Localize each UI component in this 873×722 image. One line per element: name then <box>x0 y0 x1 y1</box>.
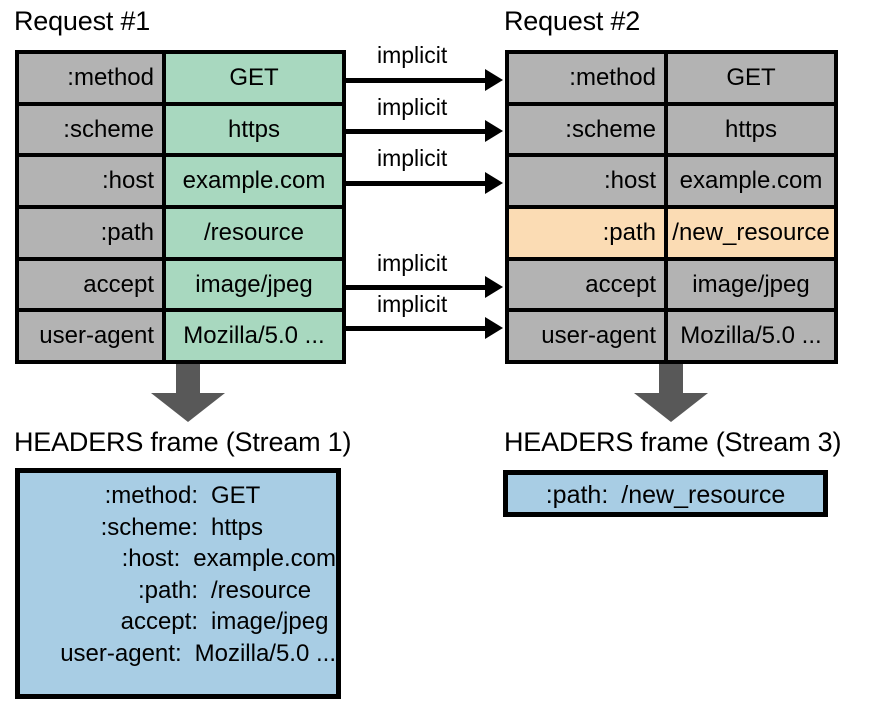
entry-key: :scheme: <box>100 513 198 541</box>
implicit-label-accept: implicit <box>377 250 448 276</box>
arrow-shaft <box>176 364 200 397</box>
entry-value: GET <box>211 482 261 509</box>
frame1-title: HEADERS frame (Stream 1) <box>14 427 352 457</box>
header-name-cell: :scheme <box>19 105 166 154</box>
list-item: user-agent: Mozilla/5.0 ... <box>20 638 336 670</box>
table-row: :path /resource <box>19 209 342 261</box>
list-item: :method: GET <box>20 480 336 512</box>
entry-key: :method: <box>104 482 198 509</box>
header-name-cell: accept <box>19 260 166 309</box>
header-name-cell: :method <box>19 54 166 102</box>
header-value-cell: example.com <box>668 157 834 206</box>
request1-title: Request #1 <box>14 6 151 36</box>
entry-value: Mozilla/5.0 ... <box>194 639 336 667</box>
table-row: user-agent Mozilla/5.0 ... <box>19 312 342 361</box>
header-name-cell: :path <box>509 209 668 257</box>
implicit-label-host: implicit <box>377 145 448 171</box>
table-row: user-agent Mozilla/5.0 ... <box>509 312 834 361</box>
header-name-cell: :host <box>19 157 166 206</box>
arrow-head <box>151 393 225 422</box>
list-item: :path: /new_resource <box>508 479 823 511</box>
header-entry-list: :path: /new_resource <box>508 479 823 511</box>
implicit-arrow-user-agent <box>346 317 503 339</box>
header-value-cell: Mozilla/5.0 ... <box>166 312 342 361</box>
header-name-cell: :path <box>19 209 166 257</box>
entry-value: example.com <box>193 545 336 572</box>
table-row: accept image/jpeg <box>509 260 834 313</box>
header-name-cell: user-agent <box>19 312 166 361</box>
header-value-cell: /new_resource <box>668 209 834 257</box>
implicit-label-user-agent: implicit <box>377 291 448 317</box>
headers-frame-stream3-box: :path: /new_resource <box>503 470 828 517</box>
implicit-arrow-method <box>346 69 503 91</box>
header-value-cell: GET <box>166 54 342 102</box>
header-name-cell: :host <box>509 157 668 206</box>
header-value-cell: /resource <box>166 209 342 257</box>
list-item: :path: /resource <box>20 575 336 607</box>
table-row: :scheme https <box>19 105 342 158</box>
table-row: :method GET <box>509 54 834 106</box>
header-name-cell: :scheme <box>509 105 668 154</box>
header-value-cell: https <box>166 105 342 154</box>
request1-header-table: :method GET :scheme https :host example.… <box>15 50 346 364</box>
table-row: :host example.com <box>509 157 834 210</box>
implicit-label-scheme: implicit <box>377 94 448 120</box>
header-value-cell: GET <box>668 54 834 102</box>
header-name-cell: :method <box>509 54 668 102</box>
table-row: :method GET <box>19 54 342 106</box>
implicit-arrow-accept <box>346 276 503 298</box>
request2-header-table: :method GET :scheme https :host example.… <box>505 50 838 364</box>
entry-key: user-agent: <box>60 639 182 667</box>
header-name-cell: accept <box>509 260 668 309</box>
entry-value: /new_resource <box>621 481 786 509</box>
arrow-head <box>634 393 708 422</box>
table-row: :host example.com <box>19 157 342 210</box>
implicit-label-method: implicit <box>377 42 448 68</box>
headers-frame-stream1-box: :method: GET :scheme: https :host: examp… <box>15 468 341 699</box>
down-arrow-icon-stream1 <box>151 364 225 422</box>
implicit-arrow-host <box>346 172 503 194</box>
arrow-shaft <box>659 364 683 397</box>
down-arrow-icon-stream3 <box>634 364 708 422</box>
implicit-arrow-scheme <box>346 120 503 142</box>
entry-key: :path: <box>545 481 609 509</box>
table-row: :scheme https <box>509 105 834 158</box>
list-item: :host: example.com <box>20 543 336 575</box>
table-row-highlighted: :path /new_resource <box>509 209 834 261</box>
header-value-cell: https <box>668 105 834 154</box>
header-name-cell: user-agent <box>509 312 668 361</box>
entry-key: :host: <box>121 545 181 572</box>
entry-value: image/jpeg <box>211 608 329 635</box>
list-item: :scheme: https <box>20 512 336 544</box>
header-value-cell: Mozilla/5.0 ... <box>668 312 834 361</box>
header-value-cell: example.com <box>166 157 342 206</box>
entry-key: accept: <box>120 608 198 635</box>
table-row: accept image/jpeg <box>19 260 342 313</box>
entry-value: https <box>211 513 264 541</box>
list-item: accept: image/jpeg <box>20 606 336 638</box>
request2-title: Request #2 <box>504 6 641 36</box>
frame2-title: HEADERS frame (Stream 3) <box>504 427 842 457</box>
header-value-cell: image/jpeg <box>166 260 342 309</box>
header-entry-list: :method: GET :scheme: https :host: examp… <box>20 480 336 669</box>
entry-value: /resource <box>211 576 312 604</box>
header-value-cell: image/jpeg <box>668 260 834 309</box>
entry-key: :path: <box>137 576 198 604</box>
